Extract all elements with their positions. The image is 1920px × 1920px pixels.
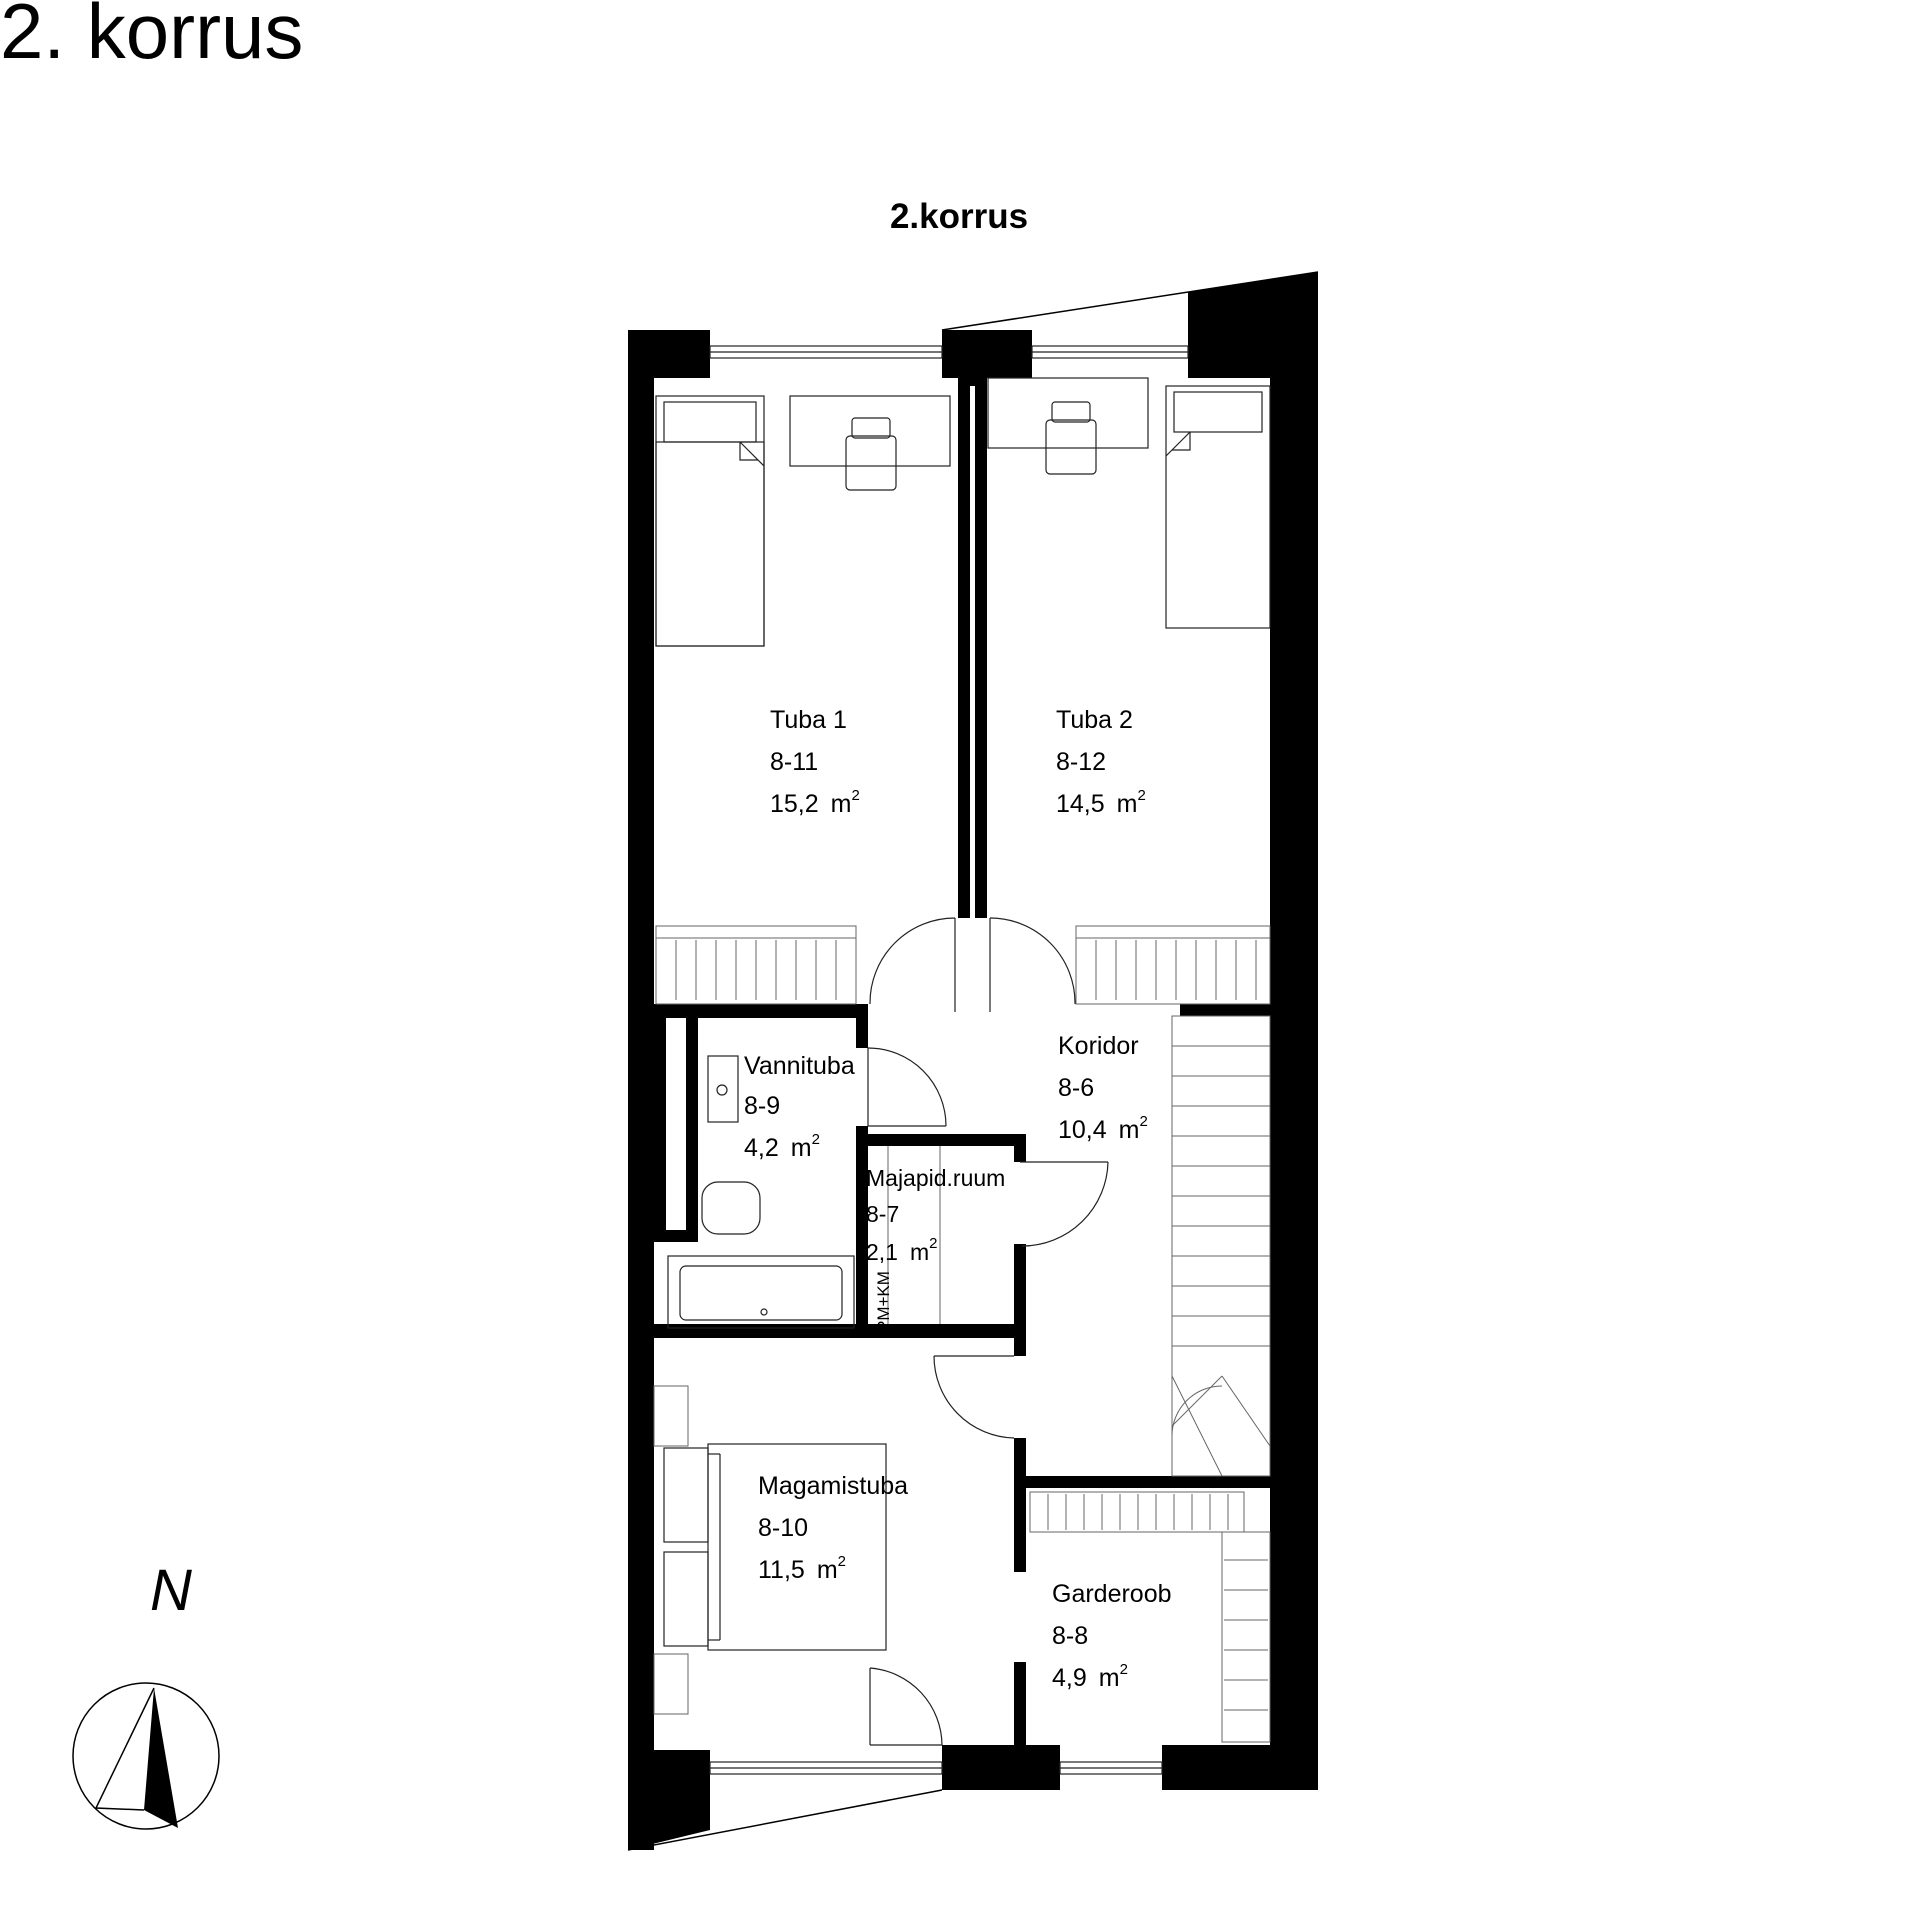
roof-line-bottom: [627, 1789, 943, 1851]
room-number: 8-9: [744, 1092, 780, 1120]
area-exp: 2: [838, 1553, 846, 1570]
svg-text:11,5m2: 11,5 m2: [758, 1553, 846, 1584]
area-unit: m: [1119, 1116, 1140, 1144]
room-number: 8-10: [758, 1514, 808, 1542]
plan-title: 2.korrus: [890, 197, 1028, 236]
room-name: Magamistuba: [758, 1472, 908, 1500]
room-label-vannituba: Vannituba 8-9 4,2 m2: [744, 1052, 855, 1162]
area-exp: 2: [852, 787, 860, 804]
room-name: Vannituba: [744, 1052, 855, 1080]
outer-walls: [628, 272, 1318, 1850]
room-area: 14,5: [1056, 790, 1105, 818]
area-exp: 2: [812, 1131, 820, 1148]
desk-tuba2: [987, 377, 1149, 475]
service-shaft-label: PM+KM: [874, 1271, 893, 1332]
compass-circle-icon: [72, 1682, 220, 1830]
room-area: 2,1: [866, 1239, 898, 1265]
svg-text:10,4m2: 10,4 m2: [1058, 1113, 1148, 1144]
area-exp: 2: [1138, 787, 1146, 804]
area-unit: m: [910, 1239, 929, 1265]
area-exp: 2: [1140, 1113, 1148, 1130]
north-label: N: [150, 1558, 192, 1623]
room-label-koridor: Koridor 8-6 10,4 m2: [1058, 1032, 1148, 1144]
area-unit: m: [817, 1556, 838, 1584]
shelf-magamistuba: [653, 1385, 689, 1715]
room-label-magamistuba: Magamistuba 8-10 11,5 m2: [758, 1472, 908, 1584]
room-label-tuba1: Tuba 1 8-11 15,2 m2: [770, 706, 860, 818]
area-unit: m: [791, 1134, 812, 1162]
room-area: 10,4: [1058, 1116, 1107, 1144]
room-area: 4,2: [744, 1134, 779, 1162]
svg-text:15,2m2: 15,2 m2: [770, 787, 860, 818]
room-label-tuba2: Tuba 2 8-12 14,5 m2: [1056, 706, 1146, 818]
room-area: 4,9: [1052, 1664, 1087, 1692]
room-number: 8-6: [1058, 1074, 1094, 1102]
windows: [709, 345, 1189, 1775]
area-exp: 2: [929, 1235, 937, 1252]
furniture: [653, 377, 1271, 1743]
wardrobe-tuba1: [655, 925, 857, 1005]
page-title: 2. korrus: [0, 0, 303, 75]
room-area: 11,5: [758, 1556, 805, 1584]
bed-tuba2: [1165, 385, 1271, 629]
room-name: Tuba 2: [1056, 706, 1133, 734]
room-area: 15,2: [770, 790, 819, 818]
room-name: Garderoob: [1052, 1580, 1172, 1608]
svg-text:4,9m2: 4,9 m2: [1052, 1661, 1128, 1692]
sink: [707, 1055, 739, 1123]
room-name: Majapid.ruum: [866, 1165, 1005, 1191]
area-unit: m: [1099, 1664, 1120, 1692]
room-label-majapid: Majapid.ruum 8-7 2,1 m2: [866, 1165, 1005, 1265]
bathtub: [667, 1255, 855, 1329]
svg-text:14,5m2: 14,5 m2: [1056, 787, 1146, 818]
doors: [867, 917, 1109, 1746]
room-name: Tuba 1: [770, 706, 847, 734]
bed-magamistuba: [663, 1443, 887, 1651]
compass-needle-icon: [144, 1688, 178, 1828]
room-label-garderoob: Garderoob 8-8 4,9 m2: [1052, 1580, 1172, 1692]
roof-line-top: [941, 271, 1319, 331]
room-name: Koridor: [1058, 1032, 1139, 1060]
area-exp: 2: [1120, 1661, 1128, 1678]
bed-tuba1: [655, 395, 765, 647]
desk-tuba1: [789, 395, 951, 491]
area-unit: m: [1117, 790, 1138, 818]
room-number: 8-11: [770, 748, 818, 776]
toilet: [701, 1181, 761, 1235]
inner-walls: [654, 378, 1270, 1745]
area-unit: m: [831, 790, 852, 818]
wardrobe-garderoob: [1029, 1491, 1271, 1743]
wardrobe-tuba2: [1075, 925, 1271, 1005]
svg-text:4,2m2: 4,2 m2: [744, 1131, 820, 1162]
room-number: 8-8: [1052, 1622, 1088, 1650]
stairs: [1171, 1015, 1271, 1477]
north-compass: N: [72, 1558, 220, 1830]
svg-text:2,1m2: 2,1 m2: [866, 1235, 938, 1265]
room-number: 8-12: [1056, 748, 1106, 776]
room-number: 8-7: [866, 1201, 899, 1227]
